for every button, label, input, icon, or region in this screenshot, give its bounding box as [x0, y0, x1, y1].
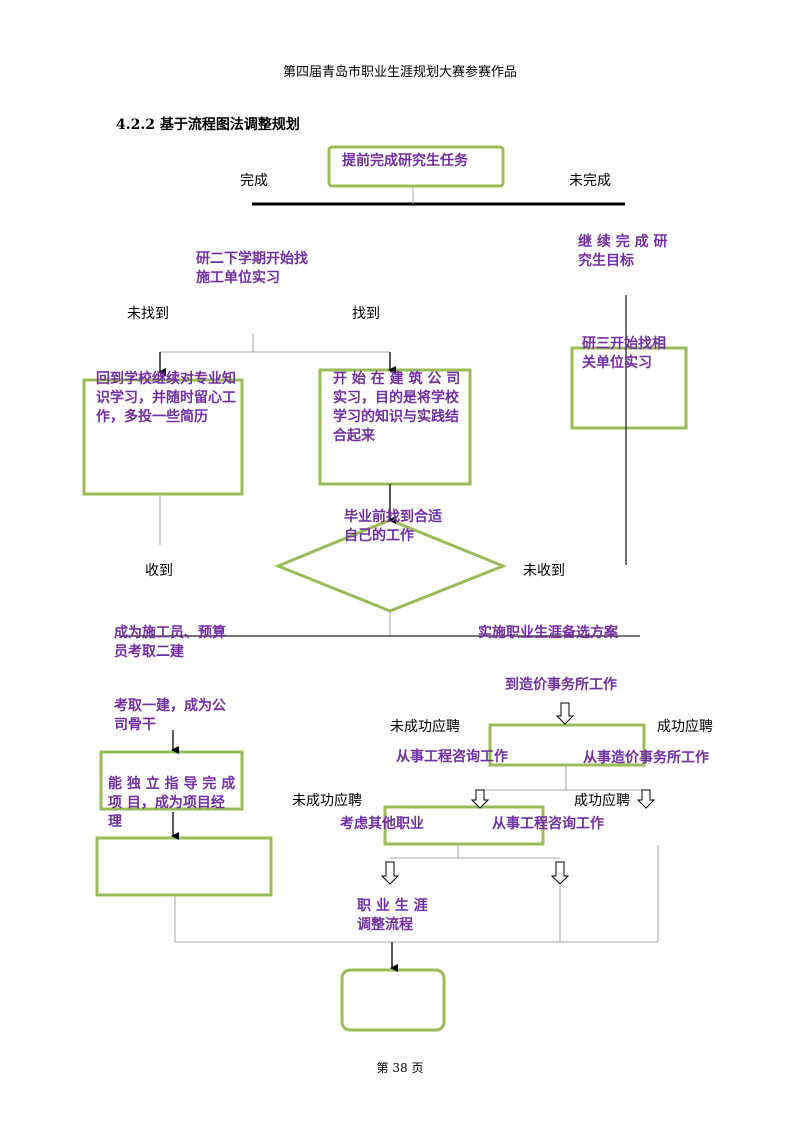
- box-blank-1: [95, 836, 273, 897]
- node-construction-staff: 成为施工员、预算员考取二建: [114, 625, 226, 660]
- box-final: [340, 968, 446, 1032]
- node-adjust-flow: 职 业 生 涯调整流程: [357, 898, 428, 933]
- node-back-to-school: 回到学校继续对专业知识学习，并随时留心工作，多投一些简历: [96, 371, 236, 425]
- edge-label-apply-success-2: 成功应聘: [574, 793, 630, 809]
- node-other-career: 考虑其他职业: [340, 816, 424, 832]
- box-n5: [82, 378, 244, 496]
- edge-label-incomplete: 未完成: [569, 173, 611, 189]
- section-title: 4.2.2 基于流程图法调整规划: [116, 117, 300, 133]
- box-n1: [327, 145, 505, 188]
- node-alternative-plan: 实施职业生涯备选方案: [478, 625, 618, 641]
- box-n15-target: [383, 805, 545, 846]
- edge-label-found: 找到: [352, 306, 380, 322]
- node-cost-office-work: 从事造价事务所工作: [583, 750, 709, 766]
- edge-label-complete: 完成: [240, 173, 268, 189]
- node-find-job: 毕业前找到合适自己的工作: [344, 509, 442, 544]
- edge-label-apply-success-1: 成功应聘: [657, 719, 713, 735]
- edge-label-not-found: 未找到: [127, 306, 169, 322]
- box-n4: [570, 346, 688, 430]
- box-n11-target: [488, 723, 646, 767]
- node-company-internship: 开 始 在 建 筑 公 司 实习，目的是将学校学习的知识与实践结合起来: [333, 371, 461, 444]
- edge-label-received: 收到: [145, 563, 173, 579]
- node-seek-internship: 研二下学期开始找施工单位实习: [196, 251, 308, 286]
- node-consulting-1: 从事工程咨询工作: [396, 749, 508, 765]
- node-project-manager: 能 独 立 指 导 完 成 项 目，成为项目经理: [108, 776, 236, 830]
- node-year3-internship: 研三开始找相关单位实习: [582, 336, 666, 371]
- node-first-class-engineer: 考取一建，成为公司骨干: [114, 698, 226, 733]
- node-finish-grad-task: 提前完成研究生任务: [342, 153, 468, 169]
- page-footer: 第 38 页: [376, 1061, 424, 1075]
- page-header: 第四届青岛市职业生涯规划大赛参赛作品: [282, 65, 517, 80]
- edge-label-apply-fail-1: 未成功应聘: [390, 719, 460, 735]
- edge-label-not-received: 未收到: [523, 563, 565, 579]
- edge-label-apply-fail-2: 未成功应聘: [292, 793, 362, 809]
- node-consulting-2: 从事工程咨询工作: [492, 816, 604, 832]
- node-continue-grad-goal: 继 续 完 成 研 究生目标: [578, 234, 668, 269]
- node-cost-office: 到造价事务所工作: [505, 677, 617, 693]
